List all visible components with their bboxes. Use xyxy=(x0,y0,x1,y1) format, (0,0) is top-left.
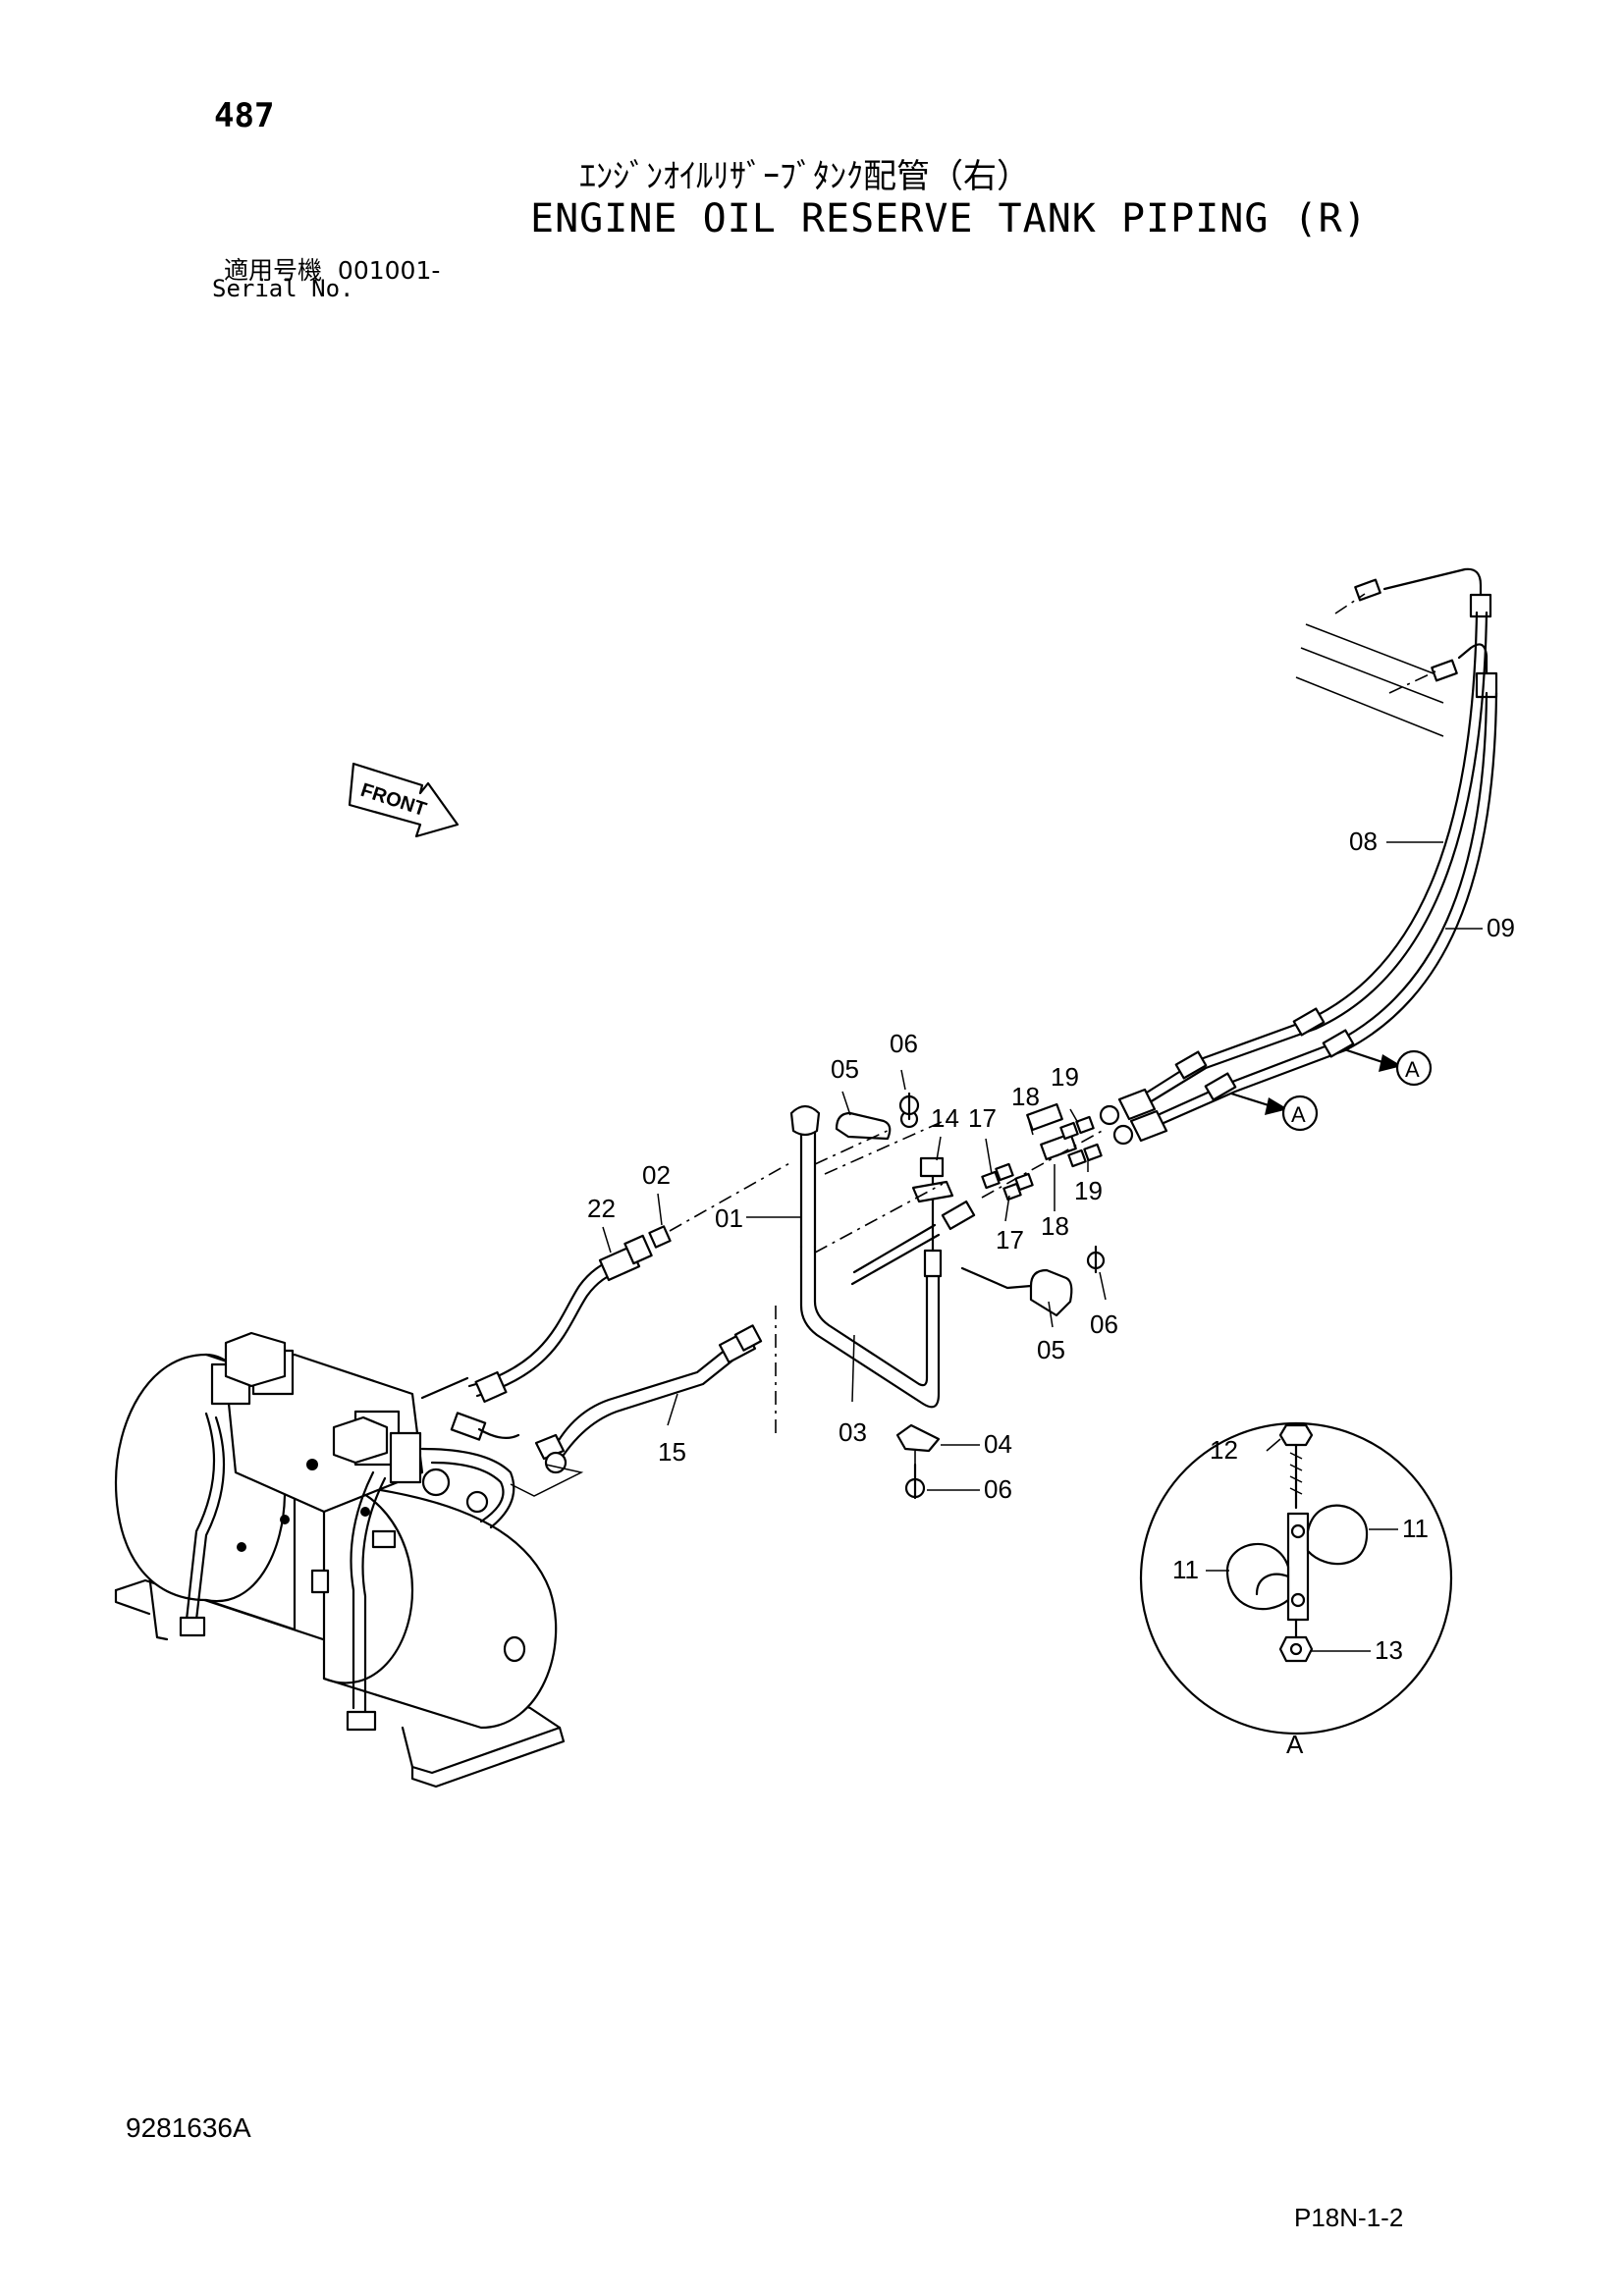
serial-value: 001001- xyxy=(337,256,441,285)
clamp-04 xyxy=(895,1423,941,1500)
callout-17-lower: 17 xyxy=(996,1225,1024,1255)
callout-17-upper: 17 xyxy=(968,1103,997,1133)
callout-05-lower: 05 xyxy=(1037,1335,1065,1364)
hose-15 xyxy=(510,1306,777,1497)
callout-06-lower: 06 xyxy=(984,1474,1012,1504)
serial-label-jp: 適用号機 xyxy=(224,256,323,285)
callout-labels: 08 09 05 06 14 17 18 19 19 18 17 02 22 0… xyxy=(587,827,1515,1759)
callout-02: 02 xyxy=(642,1160,671,1190)
callout-05-upper: 05 xyxy=(831,1054,859,1084)
front-direction-arrow: FRONT xyxy=(348,762,460,838)
callout-18-lower: 18 xyxy=(1041,1211,1069,1241)
serial-label-en: Serial No. xyxy=(212,275,354,302)
callout-22: 22 xyxy=(587,1194,616,1223)
callout-11-right: 11 xyxy=(1402,1514,1429,1543)
leader-lines xyxy=(602,841,1483,1652)
detail-ref-a-lower: A xyxy=(1291,1102,1306,1127)
callout-14: 14 xyxy=(931,1103,959,1133)
callout-12: 12 xyxy=(1210,1435,1238,1465)
hose-22 xyxy=(467,1161,792,1404)
callout-03: 03 xyxy=(839,1417,867,1447)
callout-13: 13 xyxy=(1375,1635,1403,1665)
detail-a xyxy=(1139,1421,1453,1735)
title-english: ENGINE OIL RESERVE TANK PIPING (R) xyxy=(530,196,1368,241)
sheet-reference: P18N-1-2 xyxy=(1294,2203,1404,2232)
callout-06-right: 06 xyxy=(1090,1309,1118,1339)
pipe-03-assembly xyxy=(789,1104,954,1409)
fitting-cluster xyxy=(941,1102,1107,1231)
frame-member xyxy=(1295,623,1444,737)
drawing-number: 9281636A xyxy=(126,2112,251,2143)
page-number: 487 xyxy=(214,96,275,135)
callout-09: 09 xyxy=(1487,913,1515,942)
callout-15: 15 xyxy=(658,1437,686,1467)
serial-applicability: 適用号機 001001- xyxy=(224,251,440,287)
detail-a-label: A xyxy=(1286,1730,1304,1759)
detail-ref-a-upper: A xyxy=(1405,1057,1420,1082)
callout-19-lower: 19 xyxy=(1074,1176,1103,1205)
reserve-tank xyxy=(114,1331,566,1789)
title-japanese: ｴﾝｼﾞﾝｵｲﾙﾘｻﾞｰﾌﾞﾀﾝｸ配管（右） xyxy=(579,157,1030,196)
callout-04: 04 xyxy=(984,1429,1012,1459)
callout-08: 08 xyxy=(1349,827,1378,856)
callout-18-upper: 18 xyxy=(1011,1082,1040,1111)
callout-11-left: 11 xyxy=(1172,1555,1199,1584)
callout-19-upper: 19 xyxy=(1051,1062,1079,1092)
hose-08-09 xyxy=(1099,611,1498,1146)
clamp-05-lower xyxy=(960,1245,1106,1317)
detail-reference-arrows xyxy=(1229,1048,1433,1132)
upper-fittings xyxy=(1334,567,1498,699)
clamp-05-upper xyxy=(814,1092,920,1165)
callout-06-upper: 06 xyxy=(890,1029,918,1058)
callout-01: 01 xyxy=(715,1203,743,1233)
